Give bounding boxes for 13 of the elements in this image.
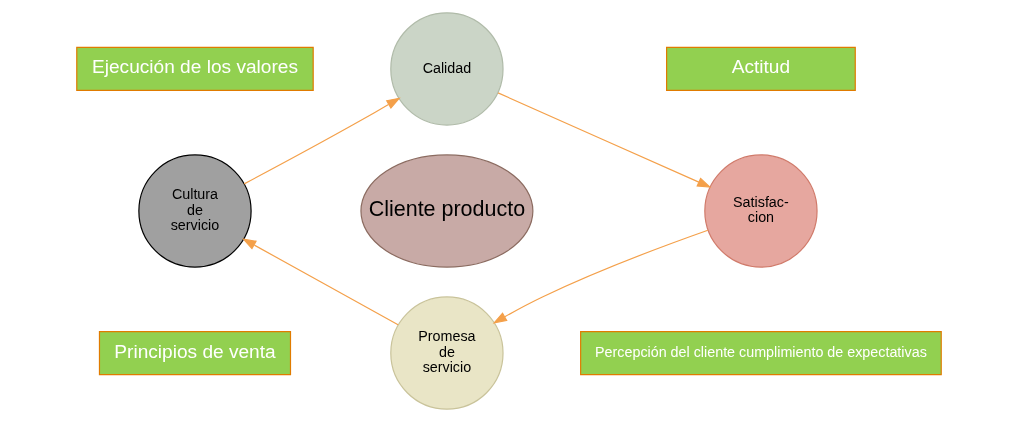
node-circle: Calidad (390, 12, 504, 126)
node-box: Ejecución de los valores (76, 46, 314, 91)
arrow (492, 229, 709, 324)
node-ellipse: Cliente producto (360, 154, 534, 268)
arrow (241, 238, 399, 326)
node-circle: Promesa de servicio (390, 296, 504, 410)
node-box: Percepción del cliente cumplimiento de expectativas (580, 331, 942, 376)
node-circle: Cultura de servicio (138, 154, 252, 268)
node-circle: Satisfac- cion (704, 154, 818, 268)
arrow (243, 97, 401, 185)
node-box: Actitud (666, 46, 856, 91)
node-box: Principios de venta (98, 331, 292, 376)
arrow (497, 92, 712, 188)
